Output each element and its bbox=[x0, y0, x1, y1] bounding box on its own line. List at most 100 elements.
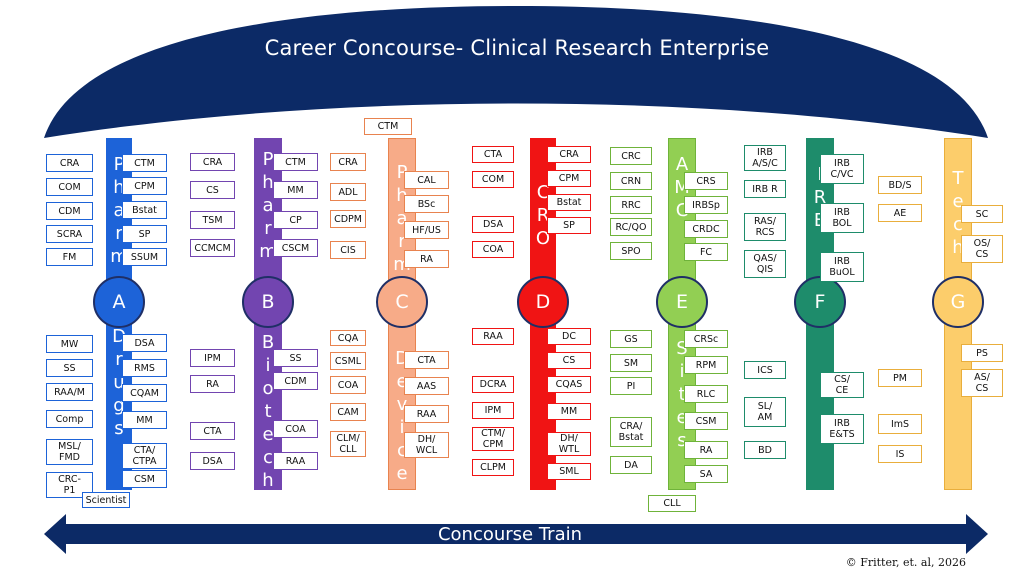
role-box-c-right-1: BSc bbox=[404, 195, 449, 213]
role-box-a-left-5: MW bbox=[46, 335, 93, 353]
role-box-a-right-0: CTM bbox=[122, 154, 167, 172]
role-box-c-right-0: CAL bbox=[404, 171, 449, 189]
role-box-e-left-5: GS bbox=[610, 330, 652, 348]
role-box-e-right-6: RLC bbox=[684, 385, 728, 403]
role-box-a-right-1: CPM bbox=[122, 177, 167, 195]
role-box-d-left-6: IPM bbox=[472, 402, 514, 419]
role-box-c-left-1: ADL bbox=[330, 183, 366, 201]
role-box-b-right-2: CP bbox=[273, 211, 318, 229]
role-box-b-right-1: MM bbox=[273, 181, 318, 199]
role-box-b-right-4: SS bbox=[273, 349, 318, 367]
role-box-a-extra-0: Scientist bbox=[82, 492, 130, 508]
pillar-g-circle: G bbox=[932, 276, 984, 328]
role-box-e-right-2: CRDC bbox=[684, 220, 728, 238]
role-box-f-left-1: IRB R bbox=[744, 180, 786, 198]
role-box-g-left-3: ImS bbox=[878, 414, 922, 434]
role-box-c-right-6: RAA bbox=[404, 405, 449, 423]
role-box-f-left-2: RAS/ RCS bbox=[744, 213, 786, 241]
role-box-c-left-0: CRA bbox=[330, 153, 366, 171]
pillar-d-circle: D bbox=[517, 276, 569, 328]
role-box-d-left-3: COA bbox=[472, 241, 514, 258]
role-box-c-right-5: AAS bbox=[404, 377, 449, 395]
role-box-d-right-3: SP bbox=[547, 217, 591, 234]
role-box-d-left-8: CLPM bbox=[472, 459, 514, 476]
role-box-g-right-2: PS bbox=[961, 344, 1003, 362]
role-box-a-right-9: CTA/ CTPA bbox=[122, 443, 167, 469]
role-box-a-left-4: FM bbox=[46, 248, 93, 266]
role-box-d-right-5: CS bbox=[547, 352, 591, 369]
role-box-c-right-3: RA bbox=[404, 250, 449, 268]
train-label: Concourse Train bbox=[437, 524, 583, 545]
role-box-f-left-6: BD bbox=[744, 441, 786, 459]
role-box-e-left-7: PI bbox=[610, 377, 652, 395]
role-box-g-right-0: SC bbox=[961, 205, 1003, 223]
role-box-b-right-0: CTM bbox=[273, 153, 318, 171]
role-box-e-left-3: RC/QO bbox=[610, 218, 652, 236]
pillar-c-circle: C bbox=[376, 276, 428, 328]
role-box-e-right-4: CRSc bbox=[684, 330, 728, 348]
role-box-e-right-3: FC bbox=[684, 243, 728, 261]
role-box-a-right-2: Bstat bbox=[122, 201, 167, 219]
role-box-e-right-0: CRS bbox=[684, 172, 728, 190]
role-box-d-left-2: DSA bbox=[472, 216, 514, 233]
role-box-a-right-4: SSUM bbox=[122, 248, 167, 266]
role-box-b-left-2: TSM bbox=[190, 211, 235, 229]
role-box-g-right-1: OS/ CS bbox=[961, 235, 1003, 263]
role-box-a-right-8: MM bbox=[122, 411, 167, 429]
role-box-a-right-6: RMS bbox=[122, 359, 167, 377]
pillar-e-circle: E bbox=[656, 276, 708, 328]
role-box-c-right-4: CTA bbox=[404, 351, 449, 369]
role-box-e-right-1: IRBSp bbox=[684, 196, 728, 214]
role-box-d-right-7: MM bbox=[547, 403, 591, 420]
role-box-c-left-6: COA bbox=[330, 376, 366, 394]
role-box-a-right-7: CQAM bbox=[122, 384, 167, 402]
role-box-f-left-5: SL/ AM bbox=[744, 397, 786, 427]
role-box-f-left-0: IRB A/S/C bbox=[744, 145, 786, 171]
role-box-d-left-5: DCRA bbox=[472, 376, 514, 393]
role-box-a-left-3: SCRA bbox=[46, 225, 93, 243]
role-box-c-left-5: CSML bbox=[330, 352, 366, 370]
role-box-d-right-8: DH/ WTL bbox=[547, 432, 591, 456]
role-box-e-left-9: DA bbox=[610, 456, 652, 474]
role-box-b-right-3: CSCM bbox=[273, 239, 318, 257]
role-box-e-right-5: RPM bbox=[684, 356, 728, 374]
role-box-e-extra-0: CLL bbox=[648, 495, 696, 512]
role-box-b-left-5: RA bbox=[190, 375, 235, 393]
role-box-b-left-0: CRA bbox=[190, 153, 235, 171]
role-box-g-right-3: AS/ CS bbox=[961, 369, 1003, 397]
role-box-g-left-0: BD/S bbox=[878, 176, 922, 194]
role-box-c-right-7: DH/ WCL bbox=[404, 432, 449, 458]
copyright-notice: © Fritter, et. al, 2026 bbox=[845, 556, 966, 569]
role-box-e-left-8: CRA/ Bstat bbox=[610, 417, 652, 447]
role-box-c-left-7: CAM bbox=[330, 403, 366, 421]
role-box-d-right-1: CPM bbox=[547, 170, 591, 187]
role-box-d-right-6: CQAS bbox=[547, 376, 591, 393]
role-box-e-left-2: RRC bbox=[610, 196, 652, 214]
role-box-a-right-5: DSA bbox=[122, 334, 167, 352]
role-box-d-left-0: CTA bbox=[472, 146, 514, 163]
role-box-b-right-6: COA bbox=[273, 420, 318, 438]
role-box-c-extra-0: CTM bbox=[364, 118, 412, 135]
role-box-b-left-4: IPM bbox=[190, 349, 235, 367]
role-box-d-right-9: SML bbox=[547, 463, 591, 480]
role-box-f-left-4: ICS bbox=[744, 361, 786, 379]
role-box-b-left-1: CS bbox=[190, 181, 235, 199]
role-box-e-left-4: SPO bbox=[610, 242, 652, 260]
pillar-b-circle: B bbox=[242, 276, 294, 328]
role-box-d-left-7: CTM/ CPM bbox=[472, 427, 514, 451]
role-box-a-left-2: CDM bbox=[46, 202, 93, 220]
role-box-a-left-1: COM bbox=[46, 178, 93, 196]
role-box-a-left-6: SS bbox=[46, 359, 93, 377]
role-box-b-right-7: RAA bbox=[273, 452, 318, 470]
role-box-c-left-3: CIS bbox=[330, 241, 366, 259]
role-box-c-left-8: CLM/ CLL bbox=[330, 431, 366, 457]
role-box-e-left-0: CRC bbox=[610, 147, 652, 165]
role-box-e-left-6: SM bbox=[610, 354, 652, 372]
role-box-c-left-4: CQA bbox=[330, 330, 366, 346]
